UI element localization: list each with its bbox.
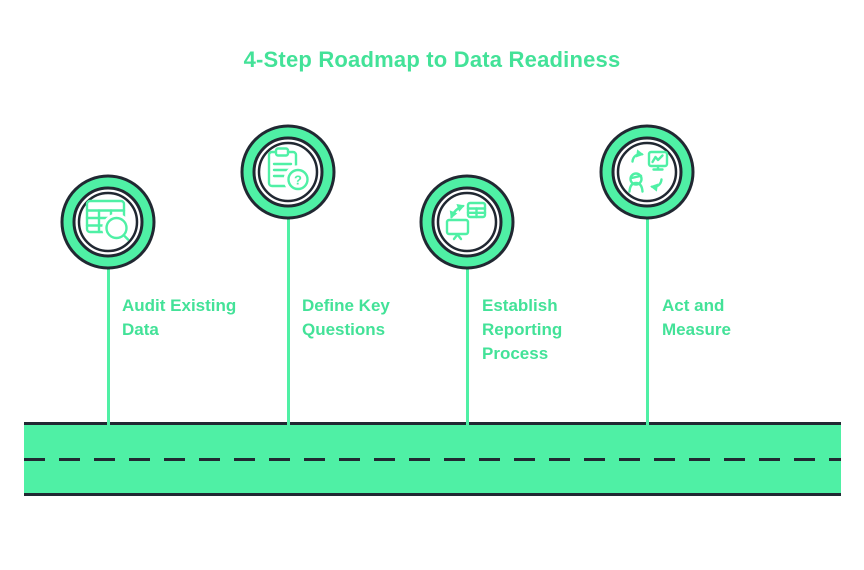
person-chart-cycle-icon [599,124,695,220]
step-3-marker [417,172,517,272]
step-3-connector-line [465,268,469,427]
step-4-label: Act and Measure [662,294,731,342]
step-1-connector-line [106,268,110,427]
step-3-label: Establish Reporting Process [482,294,562,366]
step-1-marker [58,172,158,272]
step-1-label-line-1: Audit Existing [122,296,237,315]
step-4-marker [597,122,697,222]
step-1-label: Audit Existing Data [122,294,236,342]
table-search-icon [60,174,156,270]
step-3-label-line-1: Establish [482,296,558,315]
step-3-label-line-3: Process [482,344,549,363]
clipboard-question-icon: ? [240,124,336,220]
road [24,422,841,496]
step-3-label-line-2: Reporting [482,320,563,339]
step-4-connector-line [645,218,649,427]
step-2-label-line-1: Define Key [302,296,390,315]
step-2-label-line-2: Questions [302,320,386,339]
monitor-data-transfer-icon [419,174,515,270]
question-mark-glyph: ? [294,172,302,187]
road-center-dashed-line [24,457,841,461]
step-4-label-line-1: Act and [662,296,725,315]
step-2-marker: ? [238,122,338,222]
step-1-label-line-2: Data [122,320,159,339]
page-title: 4-Step Roadmap to Data Readiness [243,47,621,72]
step-4-label-line-2: Measure [662,320,731,339]
step-2-connector-line [286,218,290,427]
step-2-label: Define Key Questions [302,294,390,342]
